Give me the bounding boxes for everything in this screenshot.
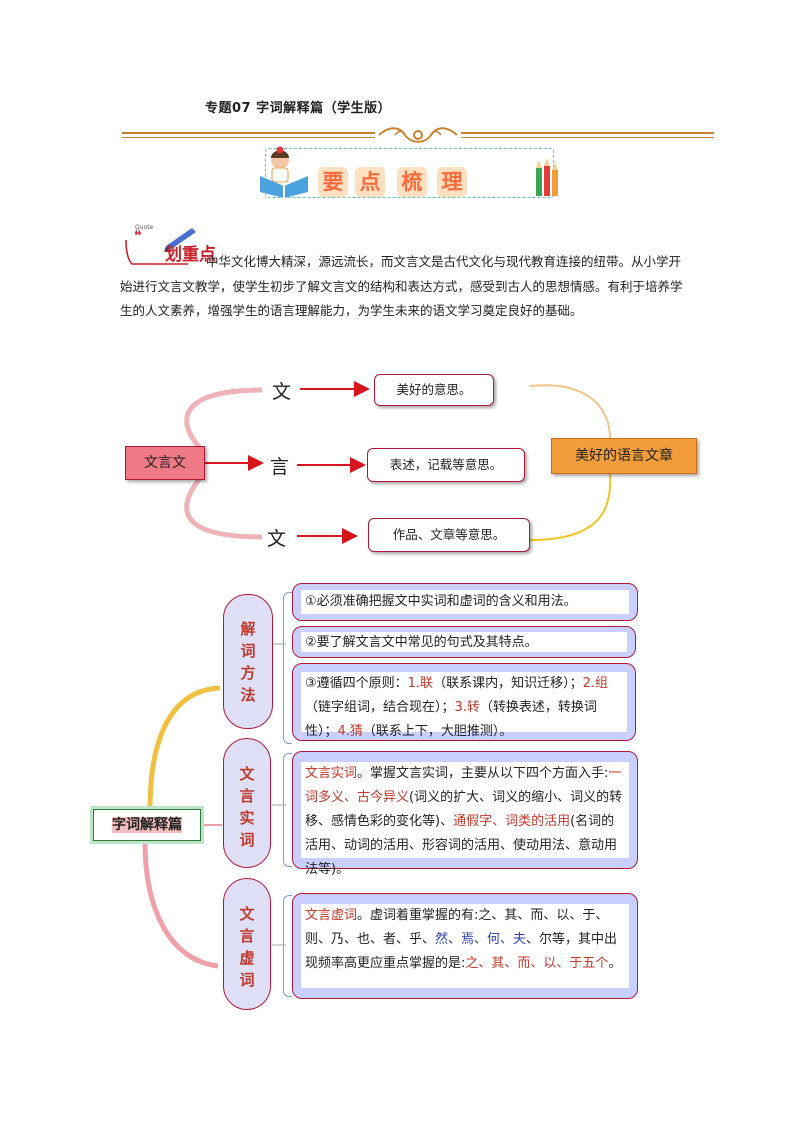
wenyanwen-node: 文言文	[125, 446, 205, 480]
bracket-shici	[283, 753, 292, 867]
xuci-text: 文言虚词。虚词着重掌握的有:之、其、而、以、于、则、乃、也、者、乎、然、焉、何、…	[301, 904, 629, 988]
banner-tile-1: 要	[318, 167, 348, 197]
intro-paragraph: 中华文化博大精深，源远流长，而文言文是古代文化与现代教育连接的纽带。从小学开始进…	[120, 254, 683, 318]
shici-box: 文言实词。掌握文言实词，主要从以下四个方面入手:一词多义、古今异义(词义的扩大、…	[292, 751, 638, 877]
diagram1-connectors	[184, 381, 612, 544]
ornament-icon	[375, 124, 461, 146]
meaning-box-3: 作品、文章等意思。	[368, 518, 530, 552]
xuci-box: 文言虚词。虚词着重掌握的有:之、其、而、以、于、则、乃、也、者、乎、然、焉、何、…	[292, 893, 638, 999]
bracket-xuci	[283, 895, 292, 997]
pill-method: 解词方法	[223, 594, 273, 729]
meaning-box-2: 表述，记载等意思。	[367, 448, 525, 482]
char-wen-1: 文	[272, 381, 292, 403]
bracket-method	[283, 592, 292, 744]
pill-xuci: 文言虚词	[223, 878, 271, 1010]
method-box-1: ①必须准确把握文中实词和虚词的含义和用法。	[292, 583, 638, 621]
page-title: 专题07 字词解释篇（学生版）	[205, 101, 392, 116]
char-yan: 言	[270, 456, 290, 478]
meaning-box-1: 美好的意思。	[374, 374, 494, 406]
method-box-3-text: ③遵循四个原则：1.联（联系课内，知识迁移）；2.组（链字组词，结合现在）；3.…	[301, 672, 627, 739]
quote-badge: ❝	[122, 226, 196, 265]
shici-text: 文言实词。掌握文言实词，主要从以下四个方面入手:一词多义、古今异义(词义的扩大、…	[301, 762, 629, 877]
quote-badge-sub: Quote	[135, 224, 154, 231]
pill-shici: 文言实词	[223, 738, 271, 868]
banner-tile-4: 理	[437, 167, 467, 197]
quote-badge-label: 划重点	[165, 245, 216, 265]
method-box-2: ②要了解文言文中常见的句式及其特点。	[292, 626, 636, 658]
svg-text:❝: ❝	[134, 228, 142, 244]
zici-root-node: 字词解释篇	[93, 809, 201, 841]
char-wen-2: 文	[267, 528, 287, 550]
pencils-icon	[533, 158, 561, 202]
method-box-3: ③遵循四个原则：1.联（联系课内，知识迁移）；2.组（链字组词，结合现在）；3.…	[292, 663, 636, 741]
banner-tile-2: 点	[355, 167, 385, 197]
student-reading-icon	[258, 146, 316, 202]
banner-tile-3: 梳	[397, 167, 427, 197]
result-node: 美好的语言文章	[551, 438, 697, 474]
diagram2-connectors	[142, 643, 286, 969]
